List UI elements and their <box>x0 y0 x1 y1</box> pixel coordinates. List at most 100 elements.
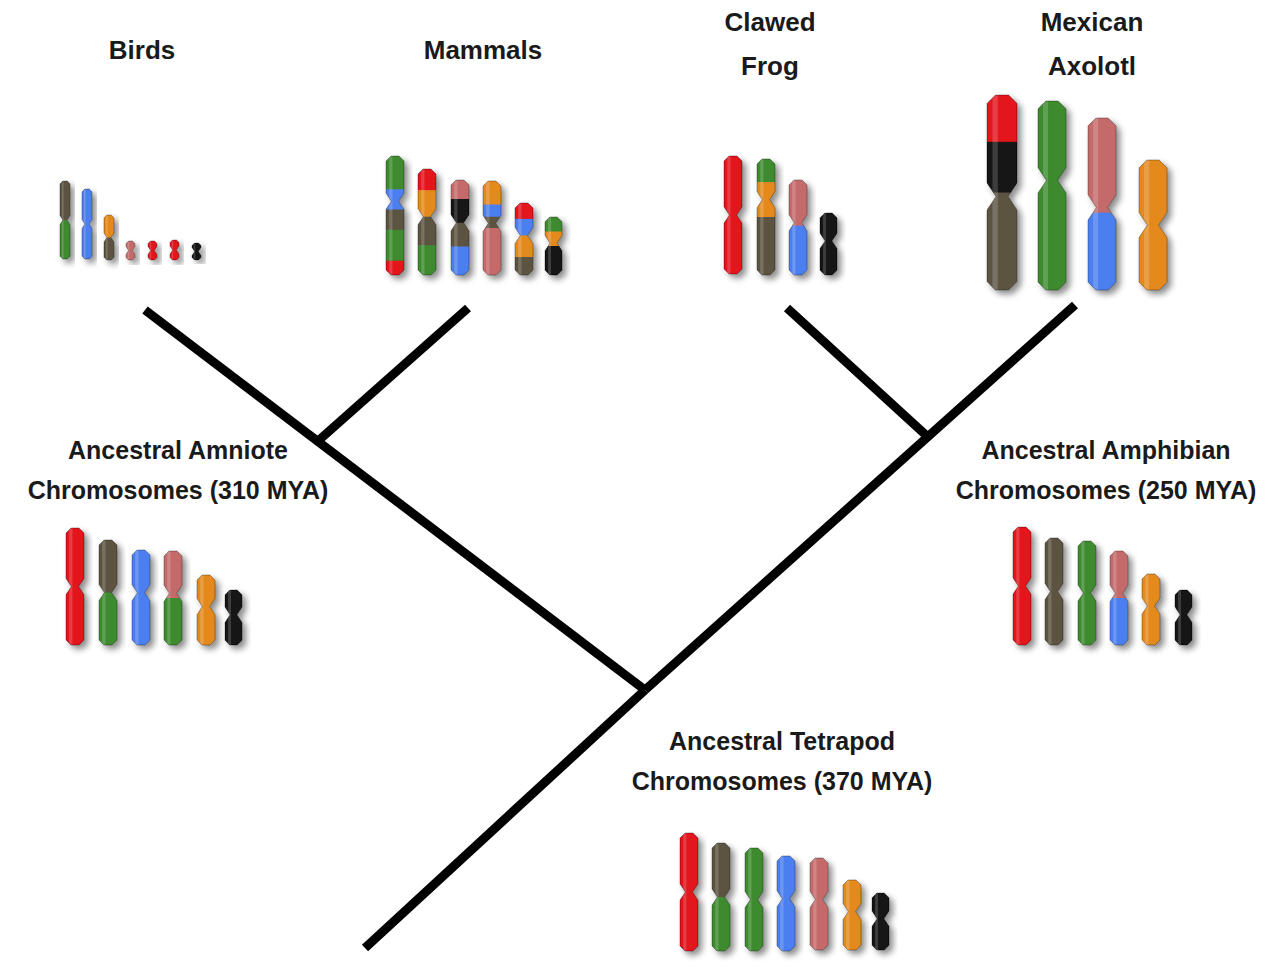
chromosome-highlight <box>1113 551 1116 645</box>
chromosome-highlight <box>792 180 795 275</box>
chromosome <box>1045 538 1063 646</box>
chromosome-outline <box>1110 551 1128 645</box>
chromosome-highlight <box>1144 160 1149 290</box>
chromosome-band <box>451 199 469 223</box>
chromosome-outline <box>192 243 201 260</box>
chromosome-outline <box>1142 574 1160 645</box>
chromosome-outline <box>680 833 698 951</box>
chromosome-outline <box>386 156 404 275</box>
chromosome-highlight <box>1043 101 1048 290</box>
chromosome-highlight <box>846 880 849 950</box>
label-holder: Ancestral Amphibian Chromosomes (250 MYA… <box>940 430 1272 510</box>
chromosome-band <box>987 193 1017 291</box>
chromosome <box>148 241 157 261</box>
chromosome <box>1175 590 1192 646</box>
chromosome-highlight <box>1145 574 1148 645</box>
chromosome-band <box>483 205 501 218</box>
chromosome-outline <box>872 893 889 950</box>
chromosome-band <box>192 243 201 261</box>
chromosome <box>712 843 730 952</box>
chromosome-band <box>451 247 469 276</box>
chromosome <box>1088 118 1116 291</box>
chromosome-outline <box>712 843 730 951</box>
chromosome-highlight <box>167 551 170 645</box>
label-holder: Birds <box>42 30 242 70</box>
chromosome-outline <box>104 215 114 260</box>
chromosome-highlight <box>760 159 763 275</box>
chromosome-outline <box>1175 590 1192 645</box>
chromosome-outline <box>1139 160 1167 290</box>
chromosome-outline <box>987 95 1017 290</box>
chromosome-outline <box>810 858 828 950</box>
chromosome <box>745 848 763 952</box>
chromosome-band <box>386 189 404 210</box>
chromosome-outline <box>724 156 742 274</box>
chromosome-band <box>82 189 92 260</box>
chromosome-band <box>66 528 84 646</box>
chromosome-outline <box>225 590 242 645</box>
chromosome-band <box>483 228 501 276</box>
chromosome-outline <box>197 575 215 645</box>
chromosome-outline <box>132 550 150 645</box>
chromosome-band <box>810 858 828 951</box>
chromosome-highlight <box>780 856 783 951</box>
chromosome-outline <box>1038 101 1066 290</box>
chromosome-outline <box>757 159 775 275</box>
chromosome-outline <box>483 181 501 275</box>
chromosome <box>60 181 70 260</box>
chromosome-outline <box>66 528 84 645</box>
chromosome-band <box>777 856 795 952</box>
chromosome-band <box>1088 213 1116 291</box>
chromosome <box>66 528 84 646</box>
chromosome <box>164 551 182 646</box>
chromosome <box>225 590 242 646</box>
taxon-label: Clawed Frog <box>705 0 835 88</box>
chromosome-band <box>712 897 730 952</box>
chromosome-band <box>386 230 404 261</box>
label-holder: Mexican Axolotl <box>1012 0 1172 88</box>
chromosome-band <box>1110 598 1128 646</box>
chromosome-band <box>418 169 436 191</box>
label-holder: Ancestral Amniote Chromosomes (310 MYA) <box>6 430 351 510</box>
chromosome <box>386 156 404 276</box>
chromosome-outline <box>1013 527 1031 645</box>
chromosome <box>99 540 117 646</box>
chromosome-highlight <box>518 203 521 275</box>
chromosome <box>451 180 469 276</box>
chromosome-outline <box>1045 538 1063 645</box>
chromosome-band <box>987 142 1017 193</box>
mammal-branch <box>318 308 468 441</box>
chromosome <box>987 95 1017 291</box>
chromosome-band <box>1078 541 1096 646</box>
taxon-label: Birds <box>42 30 242 70</box>
chromosome-outline <box>843 880 861 950</box>
chromosome-outline <box>820 213 837 275</box>
chromosome-band <box>99 540 117 593</box>
chromosome <box>82 189 92 260</box>
chromosome-band <box>418 245 436 275</box>
taxon-label: Mexican Axolotl <box>1012 0 1172 88</box>
chromosome-outline <box>418 169 436 275</box>
chromosome-band <box>1139 160 1167 291</box>
chromosome-band <box>757 217 775 276</box>
root-branch <box>365 690 645 948</box>
chromosome-band <box>1175 590 1192 646</box>
chromosome-band <box>164 551 182 599</box>
ancestor-label: Ancestral Amniote Chromosomes (310 MYA) <box>6 430 351 510</box>
chromosome-band <box>680 833 698 952</box>
chromosome <box>170 240 179 261</box>
chromosome-outline <box>1078 541 1096 645</box>
chromosome <box>126 241 135 261</box>
chromosome <box>1110 551 1128 646</box>
chromosome-band <box>1038 101 1066 291</box>
chromosome-band <box>757 182 775 217</box>
chromosome-band <box>789 226 807 276</box>
chromosome-band <box>170 240 179 261</box>
chromosome-band <box>724 156 742 275</box>
tree-branches <box>145 305 1075 948</box>
chromosome-band <box>872 893 889 951</box>
label-holder: Clawed Frog <box>705 0 835 88</box>
chromosome-highlight <box>421 169 424 275</box>
chromosome <box>104 215 114 261</box>
